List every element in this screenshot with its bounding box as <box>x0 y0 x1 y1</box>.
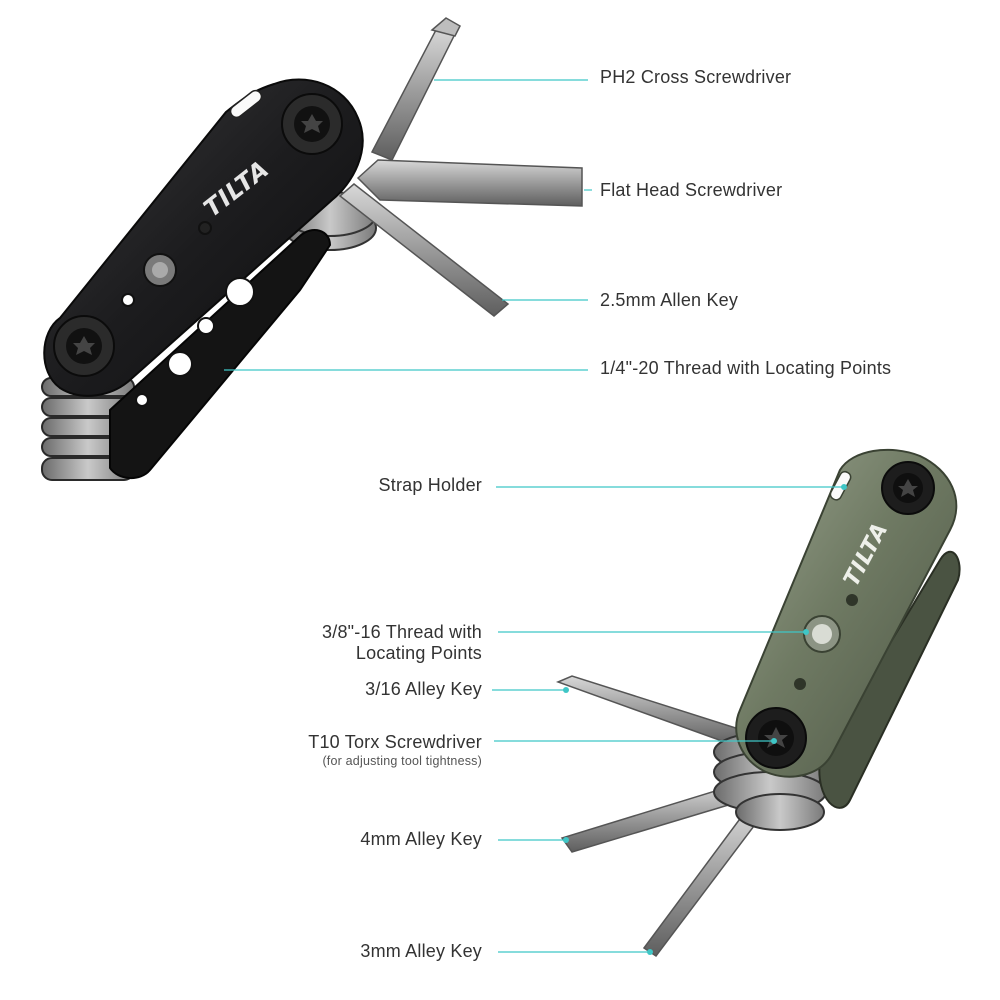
black-tool-body <box>43 78 364 397</box>
black-tool-pivot-screw-bottom <box>53 315 115 377</box>
green-tool-holes <box>794 594 858 690</box>
label-quarter-inch-thread: 1/4"-20 Thread with Locating Points <box>600 358 892 378</box>
black-tool-underside <box>109 229 332 479</box>
black-tool-holes <box>121 221 255 407</box>
t10-torx-screw <box>745 707 807 769</box>
green-multitool: TILTA <box>555 448 961 958</box>
black-multitool: TILTA <box>41 17 583 481</box>
label-ph2-cross-screwdriver: PH2 Cross Screwdriver <box>600 67 792 87</box>
label-t10-note: (for adjusting tool tightness) <box>322 754 482 768</box>
green-tool-pivot-screw-top <box>881 461 935 515</box>
allen-2-5-key <box>338 183 510 317</box>
label-strap-holder: Strap Holder <box>378 475 482 495</box>
label-t10-torx-screwdriver: T10 Torx Screwdriver (for adjusting tool… <box>308 732 482 769</box>
label-3mm-alley-key: 3mm Alley Key <box>360 941 482 961</box>
callout-lines <box>224 79 844 953</box>
label-flat-head-screwdriver: Flat Head Screwdriver <box>600 180 783 200</box>
label-3-16-alley-key: 3/16 Alley Key <box>365 679 482 699</box>
flat-head-blade <box>356 159 583 207</box>
green-tool-body <box>735 448 958 778</box>
green-tool-underside <box>818 550 961 809</box>
label-4mm-alley-key: 4mm Alley Key <box>360 829 482 849</box>
ph2-bit <box>370 17 461 161</box>
label-three-eighths-thread: 3/8"-16 Thread with Locating Points <box>322 622 482 664</box>
key-3mm <box>642 806 762 958</box>
callout-dots <box>563 484 847 955</box>
label-three-eighths-thread-line2: Locating Points <box>355 643 482 663</box>
label-2-5mm-allen-key: 2.5mm Allen Key <box>600 290 739 310</box>
black-tool-pivot-screw-top <box>281 93 343 155</box>
key-3-16 <box>555 675 743 747</box>
label-three-eighths-thread-line1: 3/8"-16 Thread with <box>322 622 482 642</box>
label-t10-title: T10 Torx Screwdriver <box>308 732 482 752</box>
